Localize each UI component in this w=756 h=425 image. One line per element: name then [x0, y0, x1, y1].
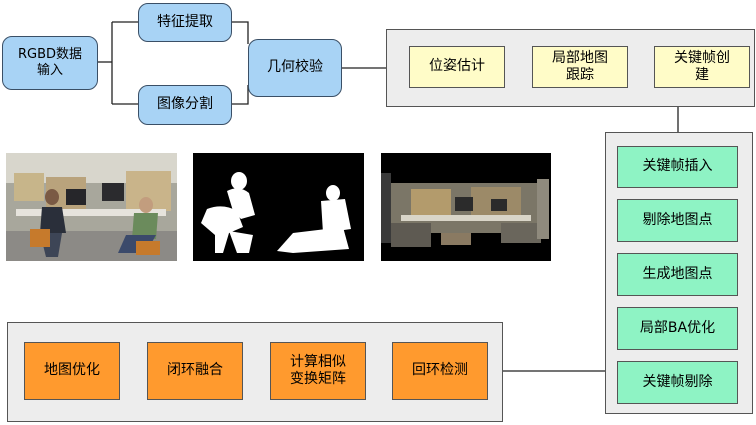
image-segmentation-node: 图像分割: [138, 85, 232, 125]
loop-fusion-node: 闭环融合: [147, 342, 243, 400]
keyframe-creation-node: 关键帧创 建: [654, 46, 750, 88]
local-map-tracking-node: 局部地图 跟踪: [532, 46, 628, 88]
rgb-office-image: [6, 153, 177, 261]
keyframe-insert-node: 关键帧插入: [617, 146, 738, 188]
geometry-check-node: 几何校验: [248, 39, 342, 97]
pose-estimation-node: 位姿估计: [409, 46, 505, 88]
feature-extraction-node: 特征提取: [138, 3, 232, 42]
local-ba-node: 局部BA优化: [617, 307, 738, 350]
loop-detection-node: 回环检测: [392, 342, 488, 400]
create-map-points-node: 生成地图点: [617, 253, 738, 296]
segmentation-mask-image: [193, 153, 364, 261]
rgbd-input-node: RGBD数据 输入: [2, 36, 98, 90]
edge-segment-to-geometry: [232, 85, 249, 105]
point-cloud-map-image: [381, 153, 551, 261]
edge-feature-to-geometry: [232, 21, 249, 44]
map-optimization-node: 地图优化: [24, 342, 120, 400]
similarity-transform-node: 计算相似 变换矩阵: [270, 342, 366, 400]
keyframe-cull-node: 关键帧剔除: [617, 361, 738, 404]
cull-map-points-node: 剔除地图点: [617, 199, 738, 242]
